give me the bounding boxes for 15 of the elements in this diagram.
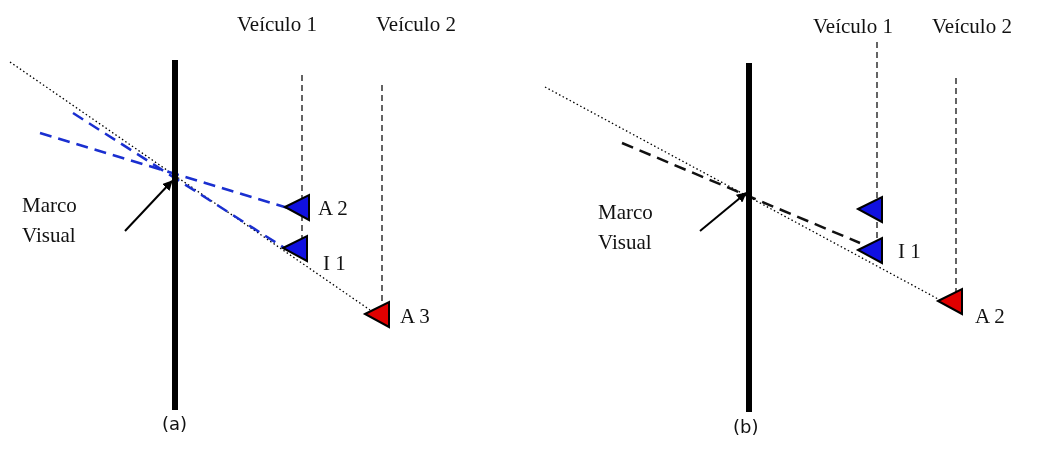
marker-label: I 1 (898, 241, 921, 262)
marker-label: Veículo 1 (813, 16, 893, 37)
marker-label: Veículo 2 (932, 16, 1012, 37)
marker-label: A 3 (400, 306, 430, 327)
leader-arrow (124, 180, 173, 232)
leader-arrow (699, 192, 747, 232)
landmark-label: Marco Visual (598, 199, 654, 256)
post-bar (746, 63, 752, 412)
marker-label: A 2 (975, 306, 1005, 327)
marker-label: Veículo 1 (237, 14, 317, 35)
marker-label: I 1 (323, 253, 346, 274)
post-bar (172, 60, 178, 410)
marker-label: A 2 (318, 198, 348, 219)
landmark-label: Marco Visual (22, 192, 78, 249)
marker-label: Veículo 2 (376, 14, 456, 35)
